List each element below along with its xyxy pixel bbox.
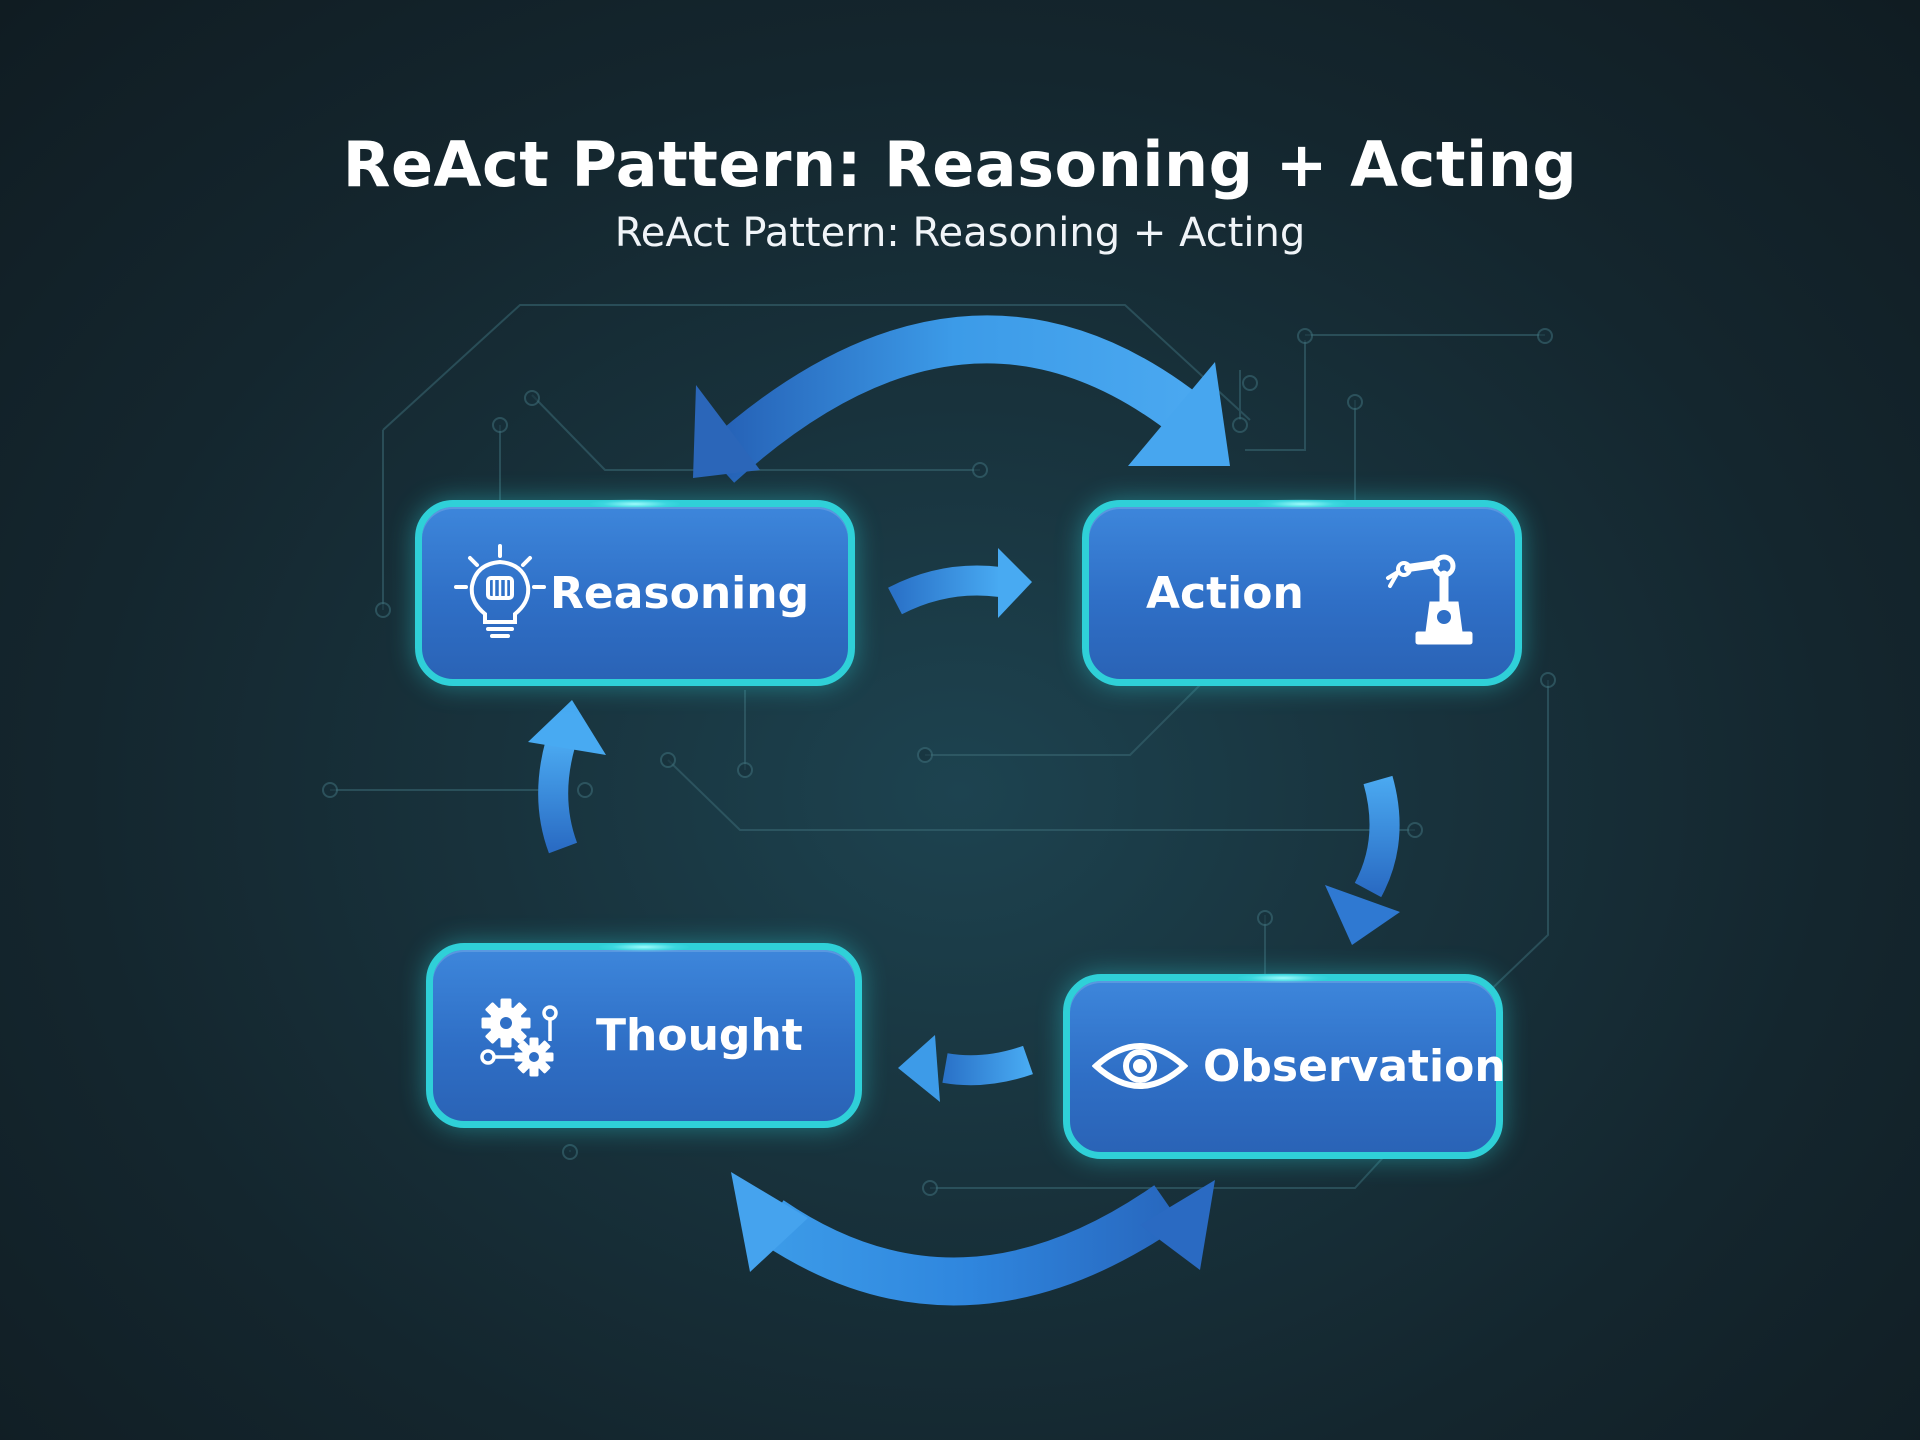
- robot-arm-icon: [1386, 554, 1473, 645]
- arrow-thought-to-reasoning: [538, 741, 578, 854]
- eye-icon: [1092, 1043, 1188, 1089]
- node-action: Action: [1082, 499, 1522, 686]
- top-arrowhead-left: [693, 385, 760, 478]
- node-thought-label: Thought: [596, 1010, 803, 1061]
- node-reasoning: Reasoning: [415, 499, 855, 686]
- arrow-action-to-observation: [1354, 775, 1400, 898]
- arrowhead-to-action: [998, 548, 1032, 618]
- lightbulb-chip-icon: [454, 544, 546, 638]
- diagram-subtitle: ReAct Pattern: Reasoning + Acting: [614, 210, 1306, 256]
- bottom-arrowhead-right: [1140, 1180, 1215, 1270]
- bottom-arrowhead-left: [731, 1172, 808, 1272]
- node-observation: Observation: [1063, 973, 1506, 1159]
- arrowhead-to-observation: [1325, 885, 1400, 945]
- arrow-observation-to-thought: [942, 1045, 1033, 1086]
- top-arrowhead-right: [1128, 362, 1230, 466]
- arrow-reasoning-to-action: [888, 565, 1002, 615]
- arrowhead-to-thought: [898, 1035, 940, 1102]
- node-action-label: Action: [1146, 567, 1304, 619]
- node-observation-label: Observation: [1203, 1041, 1506, 1092]
- node-reasoning-label: Reasoning: [550, 567, 810, 619]
- arrowhead-to-reasoning: [528, 700, 606, 755]
- node-thought: Thought: [426, 942, 862, 1128]
- gears-icon: [480, 998, 558, 1077]
- diagram-title: ReAct Pattern: Reasoning + Acting: [342, 128, 1578, 201]
- bottom-cycle-arrow: [756, 1185, 1182, 1306]
- top-cycle-arrow: [701, 315, 1205, 483]
